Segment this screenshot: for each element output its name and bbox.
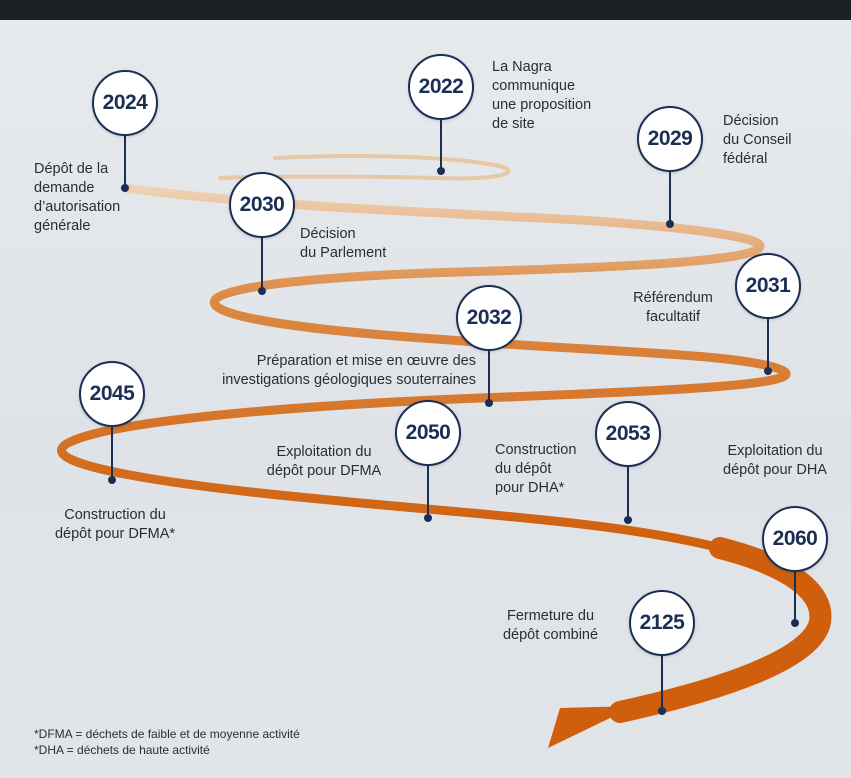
milestone-label-2053: Construction du dépôt pour DHA* (495, 442, 577, 496)
year-badge-2024: 2024 (92, 70, 158, 136)
year-badge-2032: 2032 (456, 285, 522, 351)
milestone-label-2022: La Nagra communique une proposition de s… (492, 59, 592, 132)
year-badge-2045: 2045 (79, 361, 145, 427)
year-badge-2030: 2030 (229, 172, 295, 238)
year-badge-2053: 2053 (595, 401, 661, 467)
top-bar (0, 0, 851, 20)
milestone-label-2030: Décision du Parlement (300, 226, 387, 261)
milestone-label-2050: Exploitation du dépôt pour DFMA (266, 444, 382, 479)
footnote-dha: *DHA = déchets de haute activité (34, 743, 210, 757)
milestone-label-2031: Référendum facultatif (633, 290, 713, 325)
year-badge-2060: 2060 (762, 506, 828, 572)
milestone-label-2029: Décision du Conseil fédéral (723, 113, 792, 167)
year-badge-2022: 2022 (408, 54, 474, 120)
year-badge-2050: 2050 (395, 400, 461, 466)
milestone-label-2125: Fermeture du dépôt combiné (502, 608, 599, 643)
milestone-label-2024: Dépôt de la demande d’autorisation génér… (34, 161, 121, 234)
milestone-label-2045: Construction du dépôt pour DFMA* (54, 507, 176, 542)
footnote-dfma: *DFMA = déchets de faible et de moyenne … (34, 727, 300, 741)
milestone-label-2060: Exploitation du dépôt pour DHA (723, 443, 827, 478)
year-badge-2031: 2031 (735, 253, 801, 319)
year-badge-2125: 2125 (629, 590, 695, 656)
year-badge-2029: 2029 (637, 106, 703, 172)
milestone-label-2032: Préparation et mise en œuvre des investi… (222, 353, 476, 388)
pins (108, 117, 799, 715)
